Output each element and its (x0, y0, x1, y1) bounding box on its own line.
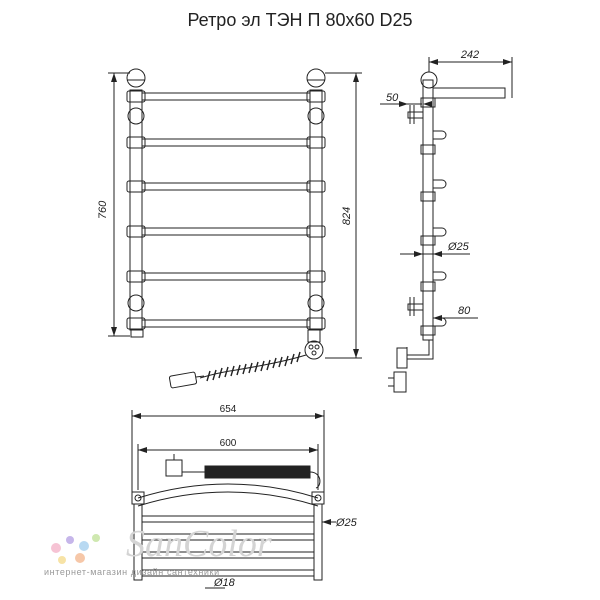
top-view (131, 410, 336, 589)
left-top-finial (126, 68, 146, 88)
dim-width-600: 600 (220, 438, 237, 449)
dim-offset-80: 80 (458, 305, 471, 317)
side-wall-brackets (407, 105, 424, 316)
top-rails (141, 515, 315, 577)
dim-diameter-18: Ø18 (213, 577, 236, 589)
watermark-dot (79, 541, 89, 551)
dim-diameter-25-top: Ø25 (335, 517, 358, 529)
watermark-dot (66, 536, 74, 544)
side-plug (393, 371, 407, 393)
dim-diameter-25-side: Ø25 (447, 241, 470, 253)
dim-depth-242: 242 (460, 49, 479, 61)
sancolor-watermark: SanColor интернет-магазин дизайн сантехн… (44, 523, 272, 577)
spiral-cable (199, 354, 307, 379)
watermark-dot (75, 553, 85, 563)
power-plug (168, 371, 198, 389)
front-rails (141, 92, 311, 328)
dimension-arrows (111, 59, 512, 525)
side-post (422, 79, 434, 341)
watermark-tagline: интернет-магазин дизайн сантехники (44, 567, 220, 577)
rail-couplings (126, 90, 326, 330)
watermark-brand: SanColor (126, 523, 272, 565)
side-rail-stubs (433, 130, 447, 327)
dim-width-654: 654 (220, 404, 237, 415)
front-view (108, 68, 362, 389)
wall-mounts (127, 107, 325, 312)
side-heater-body (396, 347, 408, 369)
top-curved-bar (137, 483, 319, 499)
top-spiral-cable (204, 465, 311, 479)
side-couplings (420, 97, 436, 336)
drawing-title: Ретро эл ТЭН П 80x60 D25 (187, 10, 413, 30)
watermark-dot (51, 543, 61, 553)
dim-height-824: 824 (341, 207, 353, 225)
right-top-finial (306, 68, 326, 88)
top-heater-box (165, 459, 183, 477)
side-view (380, 57, 513, 393)
side-bottom-elbow (406, 340, 430, 356)
left-post (129, 89, 143, 331)
watermark-dot (58, 556, 66, 564)
right-post (309, 89, 323, 331)
dim-height-760: 760 (97, 200, 109, 219)
dim-offset-50: 50 (386, 92, 399, 104)
heating-element-head (304, 340, 324, 360)
watermark-dot (92, 534, 100, 542)
side-top-bar (432, 87, 506, 99)
